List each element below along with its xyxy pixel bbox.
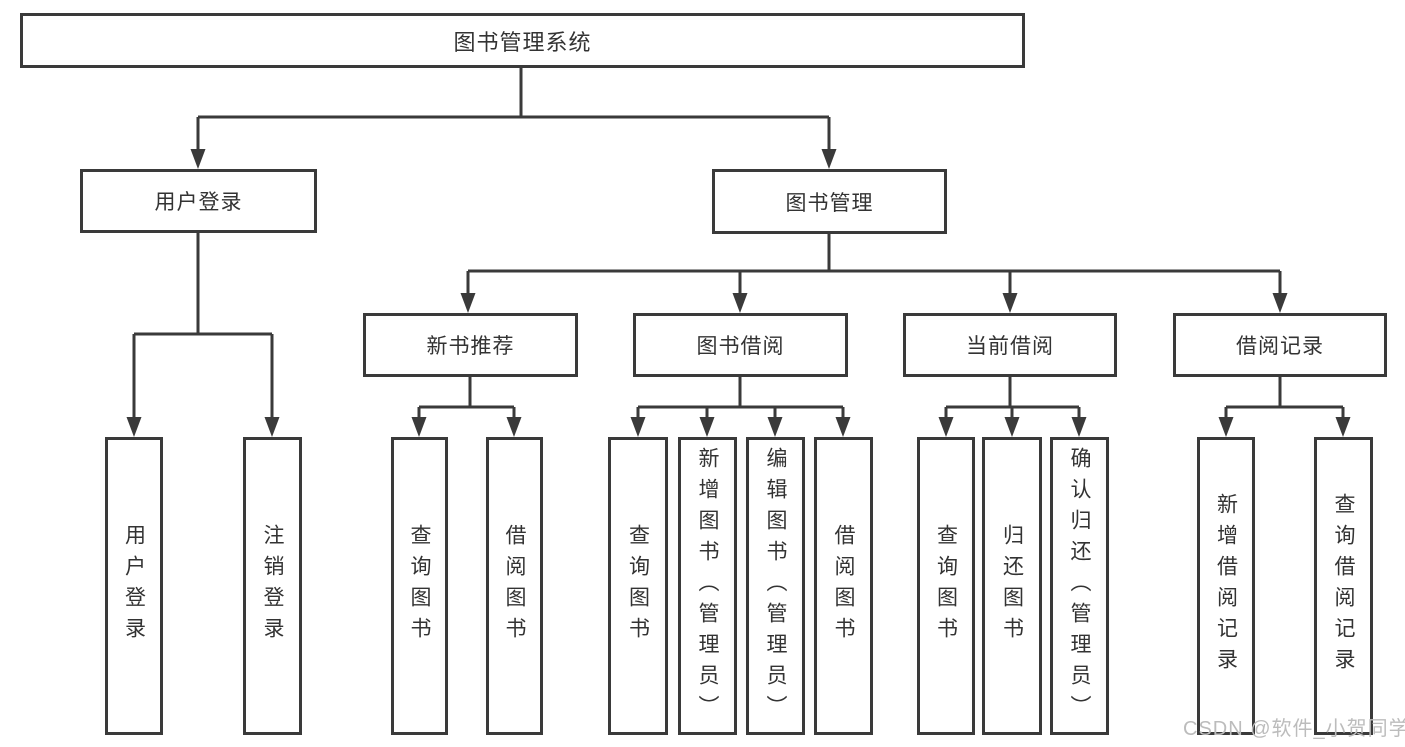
node-label: 归还图书 <box>1000 524 1024 648</box>
connector-user-login-to-children <box>126 233 280 437</box>
node-label: 确认归还（管理员） <box>1068 446 1091 726</box>
connector-new-book-to-children <box>411 377 522 437</box>
connector-book-borrow-to-children <box>630 377 851 437</box>
node-leaf-add-books-admin: 新增图书（管理员） <box>678 437 737 735</box>
node-label: 注销登录 <box>261 524 284 648</box>
connector-root-to-level2 <box>190 68 837 169</box>
node-leaf-query-books-current: 查询图书 <box>917 437 975 735</box>
csdn-watermark: CSDN @软件_小贺同学 <box>1183 718 1405 740</box>
node-label: 用户登录 <box>122 524 146 648</box>
node-label: 图书管理 <box>785 191 874 215</box>
node-label: 借阅图书 <box>832 524 855 648</box>
node-label: 查询借阅记录 <box>1332 493 1355 679</box>
node-leaf-confirm-return-admin: 确认归还（管理员） <box>1050 437 1109 735</box>
node-borrowing-records: 借阅记录 <box>1173 313 1387 377</box>
node-label: 查询图书 <box>408 524 431 648</box>
node-library-management-system: 图书管理系统 <box>20 13 1025 68</box>
node-label: 新增图书（管理员） <box>696 446 719 726</box>
node-leaf-query-borrow-record: 查询借阅记录 <box>1314 437 1373 735</box>
node-leaf-user-login: 用户登录 <box>105 437 163 735</box>
node-label: 新书推荐 <box>426 335 515 358</box>
node-book-borrowing: 图书借阅 <box>633 313 848 377</box>
node-leaf-edit-books-admin: 编辑图书（管理员） <box>746 437 805 735</box>
node-label: 新增借阅记录 <box>1214 493 1238 679</box>
node-new-book-recommendation: 新书推荐 <box>363 313 578 377</box>
node-leaf-logout: 注销登录 <box>243 437 302 735</box>
connector-current-borrow-to-children <box>938 377 1087 437</box>
node-current-borrowing: 当前借阅 <box>903 313 1117 377</box>
node-label: 图书借阅 <box>696 335 785 358</box>
node-label: 当前借阅 <box>966 335 1054 358</box>
node-label: 查询图书 <box>626 524 650 648</box>
node-label: 图书管理系统 <box>453 29 592 55</box>
connector-book-management-to-level3 <box>460 234 1288 313</box>
node-user-login: 用户登录 <box>80 169 317 233</box>
node-leaf-query-books-borrowing: 查询图书 <box>608 437 668 735</box>
node-label: 借阅图书 <box>503 524 526 648</box>
node-label: 用户登录 <box>154 191 243 214</box>
node-label: 编辑图书（管理员） <box>764 446 787 726</box>
node-leaf-add-borrow-record: 新增借阅记录 <box>1197 437 1255 735</box>
node-book-management: 图书管理 <box>712 169 947 234</box>
node-leaf-borrow-books-borrowing: 借阅图书 <box>814 437 873 735</box>
node-label: 借阅记录 <box>1236 335 1324 358</box>
node-label: 查询图书 <box>934 524 958 648</box>
node-leaf-query-books-new-book: 查询图书 <box>391 437 448 735</box>
connector-borrow-records-to-children <box>1218 377 1351 437</box>
node-leaf-borrow-books-new-book: 借阅图书 <box>486 437 543 735</box>
node-leaf-return-books: 归还图书 <box>982 437 1042 735</box>
